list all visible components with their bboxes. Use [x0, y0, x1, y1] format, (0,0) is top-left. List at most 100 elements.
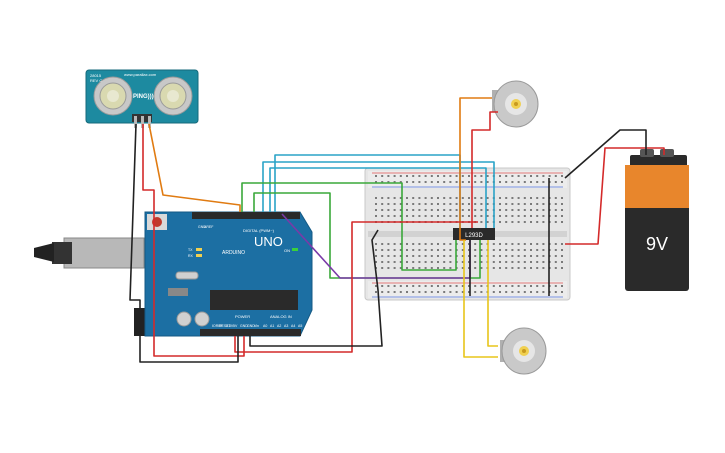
battery-9v[interactable]: 9V [625, 149, 689, 291]
breadboard-hole [468, 215, 470, 217]
breadboard-hole [561, 209, 563, 211]
motor-driver-chip[interactable]: L293D [453, 228, 495, 240]
arduino-power-label: POWER [235, 314, 250, 319]
wire-yellow-1[interactable] [463, 240, 498, 358]
breadboard-hole [418, 197, 421, 199]
breadboard-hole [561, 285, 563, 287]
breadboard-hole [406, 209, 408, 211]
breadboard-hole [499, 261, 501, 263]
breadboard-hole [542, 197, 545, 199]
breadboard-hole [492, 243, 495, 245]
arduino-power-pin-label: 3.3V [226, 324, 234, 328]
breadboard-hole [554, 203, 557, 205]
breadboard-hole [542, 255, 545, 257]
breadboard-hole [554, 197, 557, 199]
arduino-tx-label: TX [188, 248, 193, 252]
top-motor[interactable] [492, 80, 539, 128]
wire-yellow-2[interactable] [487, 240, 498, 347]
breadboard-hole [399, 255, 402, 257]
arduino-logo-text: ARDUINO [222, 250, 245, 256]
arduino-analog-pin-label: A4 [291, 324, 295, 328]
breadboard-hole [542, 243, 545, 245]
arduino-aref-label: AREF [204, 225, 213, 229]
breadboard-hole [393, 197, 396, 199]
breadboard-hole [437, 285, 439, 287]
breadboard-hole [381, 249, 384, 251]
breadboard-hole [375, 215, 377, 217]
wire-orange-sensor[interactable] [148, 123, 241, 212]
wire-black-sensor[interactable] [129, 123, 239, 363]
breadboard-hole [393, 209, 396, 211]
wire-red-battery[interactable] [565, 147, 665, 245]
breadboard-hole [461, 249, 464, 251]
breadboard-hole [430, 249, 433, 251]
sensor-brand-text: www.parallax.com [124, 72, 157, 77]
breadboard-hole [406, 255, 408, 257]
breadboard-hole [505, 215, 508, 217]
wire-orange-motor[interactable] [459, 97, 492, 241]
breadboard-hole [424, 291, 427, 293]
breadboard-hole [468, 255, 470, 257]
breadboard-hole [393, 291, 396, 293]
breadboard-hole [430, 203, 433, 205]
breadboard-hole [561, 261, 563, 263]
breadboard-hole [511, 221, 514, 223]
breadboard-hole [449, 197, 452, 199]
wire-red-motor[interactable] [471, 111, 498, 228]
breadboard-hole [406, 197, 408, 199]
breadboard-hole [523, 291, 526, 293]
breadboard-hole [406, 215, 408, 217]
breadboard-hole [449, 291, 452, 293]
breadboard-hole [418, 209, 421, 211]
ultrasonic-sensor[interactable]: 28015 REV C www.parallax.com PING))) [85, 69, 199, 128]
breadboard-hole [424, 215, 427, 217]
wire-blue-2[interactable] [269, 167, 487, 228]
breadboard-hole [517, 285, 520, 287]
breadboard-hole [499, 221, 501, 223]
breadboard-hole [443, 175, 446, 177]
breadboard-hole [437, 267, 439, 269]
arduino-model-text: UNO [254, 234, 283, 249]
breadboard-hole [387, 209, 390, 211]
breadboard-hole [393, 267, 396, 269]
breadboard-hole [480, 197, 483, 199]
breadboard-hole [412, 285, 415, 287]
breadboard-hole [443, 267, 446, 269]
breadboard-hole [511, 285, 514, 287]
breadboard-hole [437, 249, 439, 251]
wire-blue-1[interactable] [262, 161, 495, 228]
breadboard-hole [387, 203, 390, 205]
breadboard-hole [461, 243, 464, 245]
breadboard-hole [399, 175, 402, 177]
breadboard-hole [449, 255, 452, 257]
breadboard-hole [443, 255, 446, 257]
wire-black-battery[interactable] [564, 129, 647, 179]
arduino-uno[interactable]: UNO ARDUINO DIGITAL (PWM~) POWER ANALOG … [34, 211, 313, 337]
breadboard-hole [418, 255, 421, 257]
breadboard-hole [474, 267, 477, 269]
breadboard-hole [375, 261, 377, 263]
wire-green-1[interactable] [241, 182, 457, 271]
breadboard-hole [542, 221, 545, 223]
breadboard-hole [517, 267, 520, 269]
wire-red-arduino[interactable] [234, 221, 478, 353]
breadboard-hole [430, 181, 433, 183]
breadboard-hole [511, 215, 514, 217]
breadboard-hole [561, 181, 563, 183]
wire-green-2[interactable] [253, 192, 481, 279]
breadboard-hole [530, 203, 532, 205]
breadboard-hole [412, 203, 415, 205]
arduino-power-pin-label: GND [240, 324, 248, 328]
wire-black-arduino[interactable] [249, 229, 383, 347]
bottom-motor[interactable] [500, 327, 547, 375]
breadboard-hole [375, 243, 377, 245]
breadboard-hole [486, 175, 489, 177]
breadboard-hole [474, 215, 477, 217]
breadboard-hole [505, 203, 508, 205]
breadboard-hole [381, 175, 384, 177]
breadboard-hole [474, 243, 477, 245]
breadboard-hole [443, 197, 446, 199]
arduino-power-pin-label: GND [247, 324, 255, 328]
breadboard-hole [499, 291, 501, 293]
